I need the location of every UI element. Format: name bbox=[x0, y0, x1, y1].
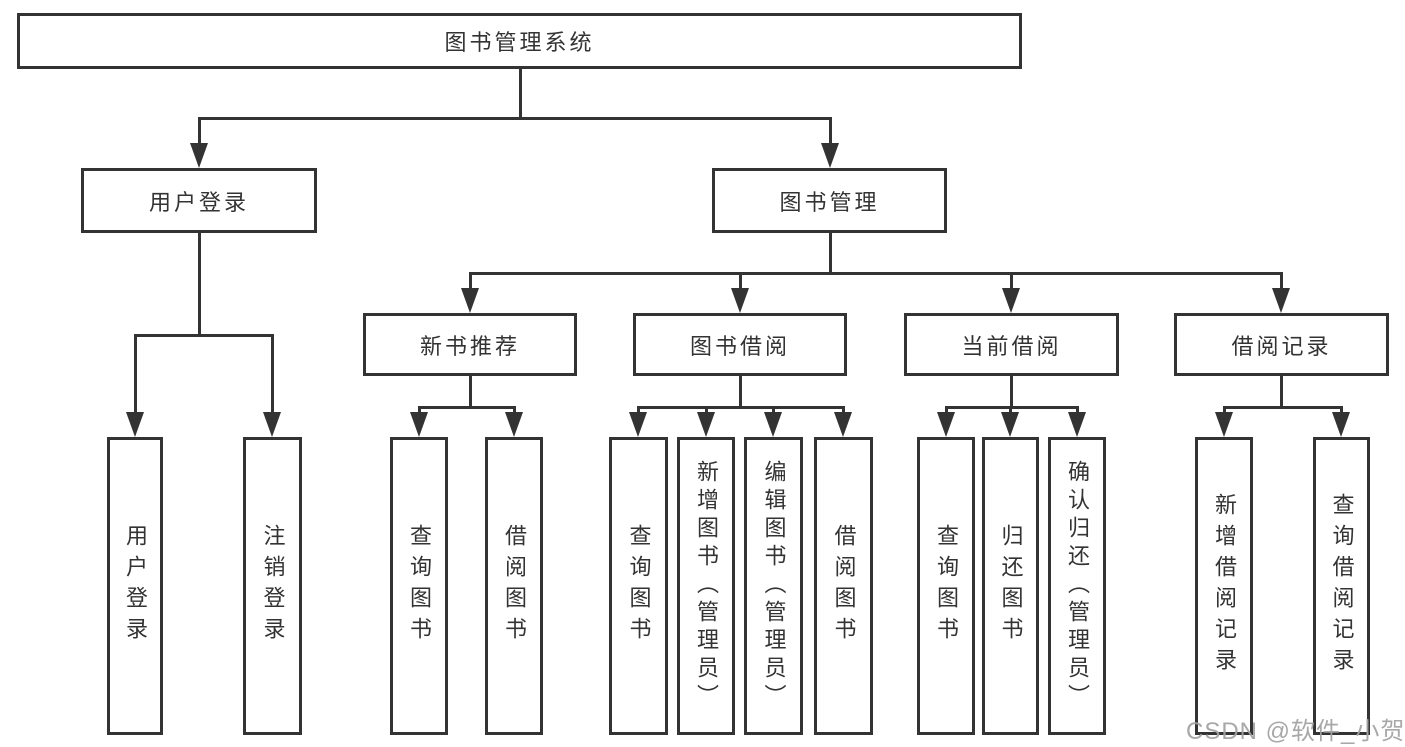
node-user-login: 用户登录 bbox=[81, 168, 317, 233]
leaf-current-return-book: 归还图书 bbox=[982, 437, 1039, 735]
arrowhead-down-icon bbox=[1068, 412, 1086, 437]
arrowhead-down-icon bbox=[190, 143, 208, 168]
leaf-record-query-borrow-record: 查询借阅记录 bbox=[1313, 437, 1370, 735]
connector-line bbox=[198, 117, 201, 147]
leaf-newbook-query-book: 查询图书 bbox=[390, 437, 448, 735]
leaf-newbook-borrow-book: 借阅图书 bbox=[485, 437, 543, 735]
connector-line bbox=[469, 376, 472, 408]
connector-line bbox=[1223, 406, 1343, 409]
leaf-user-login: 用户登录 bbox=[107, 437, 163, 735]
connector-line bbox=[469, 272, 472, 292]
connector-line bbox=[134, 334, 274, 337]
connector-line bbox=[198, 117, 832, 120]
arrowhead-down-icon bbox=[731, 288, 749, 313]
leaf-current-confirm-return-admin: 确认归还（管理员） bbox=[1048, 437, 1106, 735]
connector-line bbox=[829, 117, 832, 147]
connector-line bbox=[739, 376, 742, 408]
arrowhead-down-icon bbox=[937, 412, 955, 437]
connector-line bbox=[469, 272, 1283, 275]
connector-line bbox=[1010, 272, 1013, 292]
leaf-borrow-borrow-book: 借阅图书 bbox=[814, 437, 873, 735]
connector-line bbox=[418, 406, 516, 409]
connector-line bbox=[134, 334, 137, 416]
leaf-current-query-book: 查询图书 bbox=[917, 437, 975, 735]
node-book-borrow: 图书借阅 bbox=[633, 313, 847, 376]
arrowhead-down-icon bbox=[764, 412, 782, 437]
node-new-book-recommend: 新书推荐 bbox=[363, 313, 577, 376]
leaf-borrow-edit-book-admin: 编辑图书（管理员） bbox=[744, 437, 803, 735]
arrowhead-down-icon bbox=[505, 412, 523, 437]
arrowhead-down-icon bbox=[410, 412, 428, 437]
arrowhead-down-icon bbox=[1215, 412, 1233, 437]
leaf-record-add-borrow-record: 新增借阅记录 bbox=[1195, 437, 1253, 735]
leaf-borrow-query-book: 查询图书 bbox=[609, 437, 668, 735]
arrowhead-down-icon bbox=[821, 143, 839, 168]
node-book-management: 图书管理 bbox=[712, 168, 947, 233]
arrowhead-down-icon bbox=[697, 412, 715, 437]
connector-line bbox=[739, 272, 742, 292]
arrowhead-down-icon bbox=[1002, 288, 1020, 313]
arrowhead-down-icon bbox=[126, 412, 144, 437]
arrowhead-down-icon bbox=[629, 412, 647, 437]
arrowhead-down-icon bbox=[461, 288, 479, 313]
arrowhead-down-icon bbox=[1332, 412, 1350, 437]
arrowhead-down-icon bbox=[1272, 288, 1290, 313]
connector-line bbox=[637, 406, 845, 409]
connector-line bbox=[829, 233, 832, 274]
node-current-borrow: 当前借阅 bbox=[904, 313, 1119, 376]
node-root: 图书管理系统 bbox=[17, 13, 1022, 69]
arrowhead-down-icon bbox=[1001, 412, 1019, 437]
leaf-borrow-add-book-admin: 新增图书（管理员） bbox=[677, 437, 735, 735]
connector-line bbox=[198, 233, 201, 336]
connector-line bbox=[1010, 376, 1013, 408]
leaf-logout: 注销登录 bbox=[243, 437, 302, 735]
connector-line bbox=[1280, 272, 1283, 292]
node-borrow-record: 借阅记录 bbox=[1174, 313, 1389, 376]
connector-line bbox=[519, 69, 522, 119]
arrowhead-down-icon bbox=[263, 412, 281, 437]
arrowhead-down-icon bbox=[834, 412, 852, 437]
watermark-text: CSDN @软件_小贺同学 bbox=[1186, 718, 1405, 745]
connector-line bbox=[271, 334, 274, 416]
connector-line bbox=[1280, 376, 1283, 408]
